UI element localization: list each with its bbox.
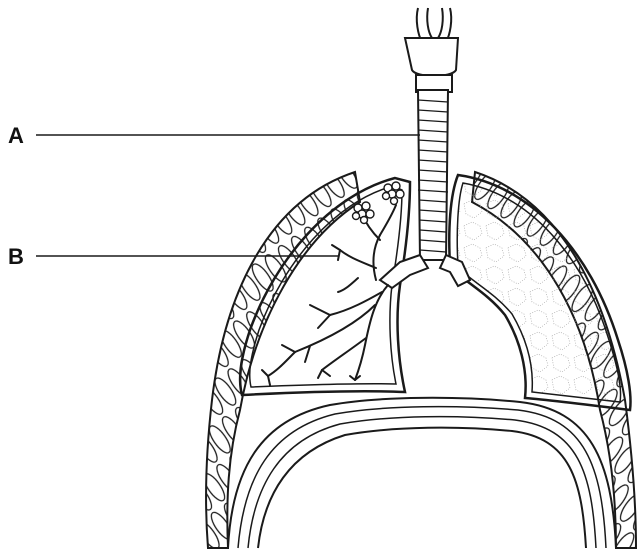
- larynx: [405, 8, 458, 92]
- trachea: [418, 90, 448, 260]
- label-a: A: [8, 123, 24, 148]
- label-leaders: [36, 135, 420, 256]
- label-b: B: [8, 244, 24, 269]
